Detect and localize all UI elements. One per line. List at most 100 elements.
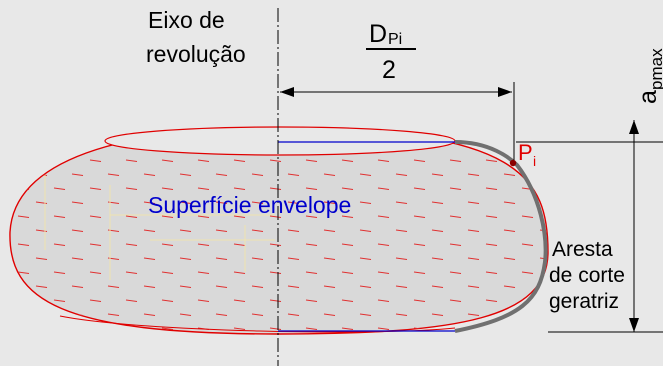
- hatch-stroke: [251, 201, 264, 204]
- hatch-stroke: [215, 257, 228, 260]
- hatch-stroke: [17, 215, 30, 218]
- hatch-stroke: [503, 173, 516, 176]
- hatch-stroke: [269, 215, 282, 218]
- hatch-stroke: [89, 159, 102, 162]
- hatch-stroke: [449, 187, 462, 190]
- hatch-stroke: [161, 327, 174, 330]
- hatch-stroke: [197, 299, 210, 302]
- hatch-stroke: [179, 173, 192, 176]
- edge-label-line1: Aresta: [552, 238, 613, 261]
- hatch-stroke: [305, 243, 318, 246]
- hatch-stroke: [71, 201, 84, 204]
- hatch-stroke: [35, 313, 48, 316]
- hatch-stroke: [53, 271, 66, 274]
- diameter-label-denominator: 2: [382, 56, 396, 84]
- hatch-stroke: [521, 271, 534, 274]
- depth-label-sub: pmax: [647, 48, 663, 90]
- hatch-stroke: [233, 327, 246, 330]
- hatch-stroke: [431, 313, 444, 316]
- hatch-stroke: [305, 271, 318, 274]
- hatch-stroke: [305, 299, 318, 302]
- hatch-stroke: [467, 201, 480, 204]
- hatch-stroke: [359, 201, 372, 204]
- hatch-stroke: [161, 299, 174, 302]
- hatch-stroke: [125, 243, 138, 246]
- hatch-stroke: [161, 243, 174, 246]
- hatch-stroke: [413, 215, 426, 218]
- point-label-base: P: [518, 140, 533, 165]
- hatch-stroke: [305, 159, 318, 162]
- diameter-label-sub: Pi: [388, 31, 402, 48]
- hatch-stroke: [161, 271, 174, 274]
- hatch-stroke: [35, 285, 48, 288]
- hatch-stroke: [521, 327, 534, 330]
- hatch-stroke: [233, 215, 246, 218]
- hatch-stroke: [449, 243, 462, 246]
- hatch-stroke: [341, 299, 354, 302]
- hatch-stroke: [341, 327, 354, 330]
- hatch-stroke: [341, 271, 354, 274]
- hatch-stroke: [287, 173, 300, 176]
- hatch-stroke: [503, 257, 516, 260]
- axis-label-line1: Eixo de: [148, 7, 225, 33]
- hatch-stroke: [323, 173, 336, 176]
- hatch-stroke: [179, 229, 192, 232]
- hatch-stroke: [431, 229, 444, 232]
- hatch-stroke: [179, 201, 192, 204]
- hatch-stroke: [53, 243, 66, 246]
- hatch-stroke: [17, 327, 30, 330]
- hatch-stroke: [287, 285, 300, 288]
- hatch-stroke: [485, 327, 498, 330]
- hatch-stroke: [71, 257, 84, 260]
- hatch-stroke: [269, 299, 282, 302]
- hatch-stroke: [233, 187, 246, 190]
- hatch-stroke: [449, 271, 462, 274]
- hatch-stroke: [107, 313, 120, 316]
- edge-label-line3: geratriz: [549, 290, 619, 313]
- hatch-stroke: [395, 313, 408, 316]
- hatch-stroke: [125, 271, 138, 274]
- hatch-stroke: [125, 187, 138, 190]
- hatch-stroke: [413, 243, 426, 246]
- hatch-stroke: [359, 229, 372, 232]
- hatch-stroke: [449, 159, 462, 162]
- hatch-stroke: [467, 173, 480, 176]
- hatch-stroke: [539, 201, 549, 204]
- hatch-stroke: [377, 271, 390, 274]
- hatch-stroke: [521, 243, 534, 246]
- hatch-stroke: [71, 285, 84, 288]
- hatch-stroke: [395, 201, 408, 204]
- hatch-stroke: [215, 173, 228, 176]
- hatch-stroke: [449, 215, 462, 218]
- hatch-stroke: [269, 327, 282, 330]
- hatch-stroke: [503, 229, 516, 232]
- hatch-stroke: [323, 257, 336, 260]
- hatch-stroke: [287, 229, 300, 232]
- hatch-stroke: [359, 173, 372, 176]
- hatch-stroke: [341, 215, 354, 218]
- hatch-stroke: [233, 299, 246, 302]
- hatch-stroke: [215, 313, 228, 316]
- hatch-stroke: [413, 187, 426, 190]
- hatch-stroke: [377, 187, 390, 190]
- hatch-stroke: [143, 285, 156, 288]
- hatch-stroke: [89, 215, 102, 218]
- hatch-stroke: [503, 285, 516, 288]
- hatch-stroke: [251, 173, 264, 176]
- hatch-stroke: [503, 201, 516, 204]
- hatch-stroke: [341, 187, 354, 190]
- point-label-sub: i: [533, 153, 536, 169]
- hatch-stroke: [125, 159, 138, 162]
- hatch-stroke: [539, 313, 549, 316]
- hatch-stroke: [179, 313, 192, 316]
- hatch-stroke: [431, 285, 444, 288]
- hatch-stroke: [17, 271, 30, 274]
- hatch-stroke: [89, 299, 102, 302]
- hatch-stroke: [17, 243, 30, 246]
- hatch-stroke: [431, 257, 444, 260]
- hatch-stroke: [377, 243, 390, 246]
- hatch-stroke: [17, 299, 30, 302]
- hatch-stroke: [161, 159, 174, 162]
- hatch-stroke: [431, 173, 444, 176]
